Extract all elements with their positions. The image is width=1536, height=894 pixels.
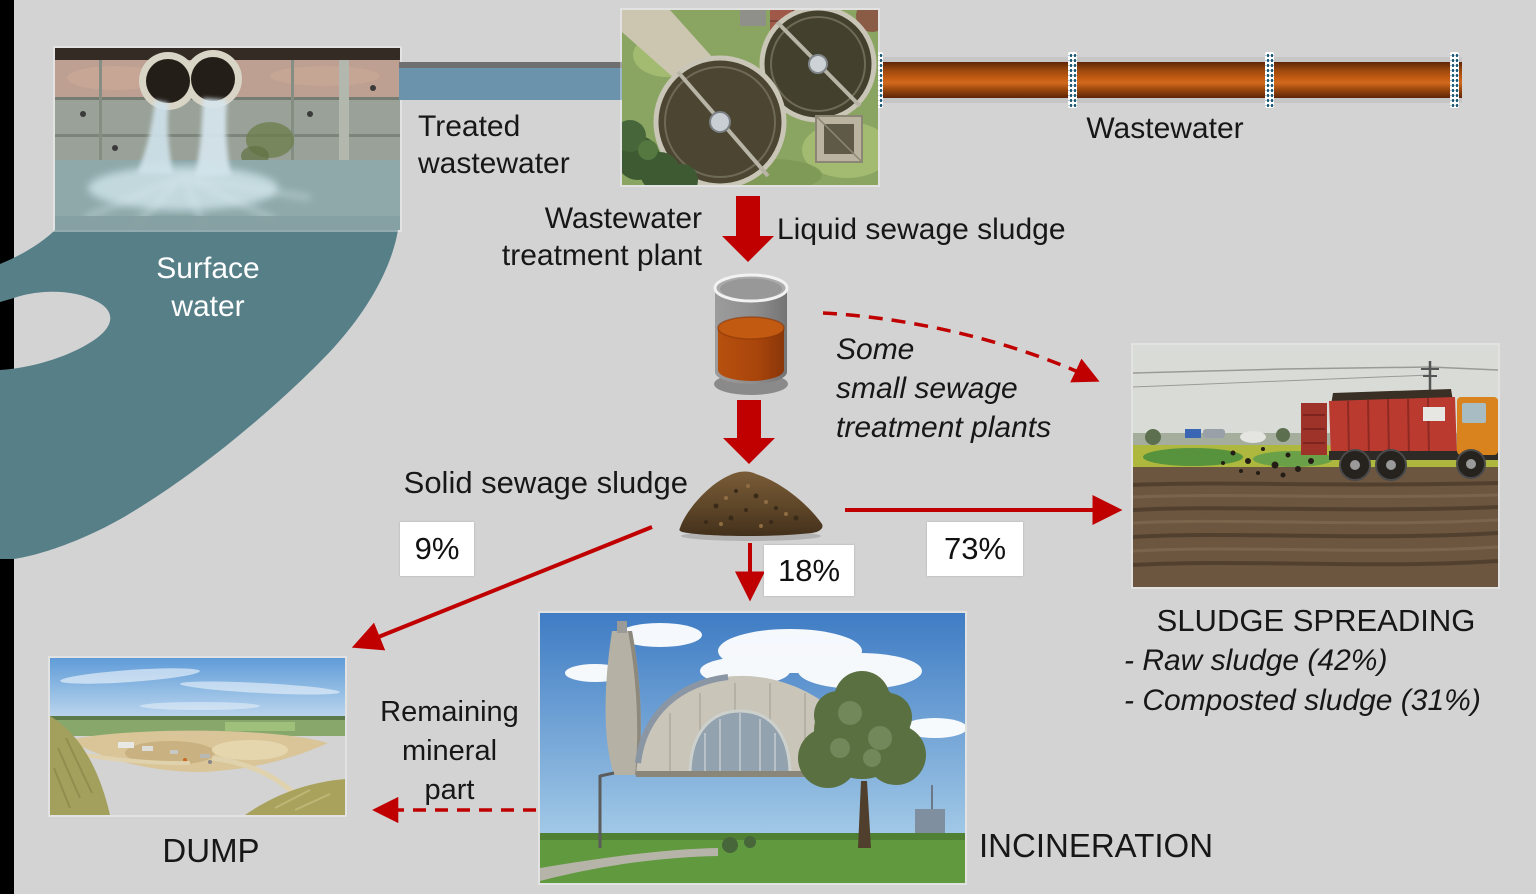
treated-wastewater-pipe	[399, 62, 625, 100]
sludge-spreading-photo	[1133, 345, 1498, 587]
note-line3: treatment plants	[836, 411, 1052, 444]
raw-sludge-item: - Raw sludge (42%)	[1124, 644, 1388, 677]
remaining-line1: Remaining	[380, 696, 519, 728]
remaining-mineral-label: Remaining mineral part	[347, 693, 552, 810]
plant-name-line1: Wastewater	[544, 202, 702, 235]
treated-wastewater-label: Treated wastewater	[418, 108, 570, 182]
note-line2: small sewage	[836, 372, 1018, 405]
surface-water-label: Surface water	[83, 250, 333, 326]
incineration-label: INCINERATION	[979, 827, 1214, 864]
incineration-percent-badge: 18%	[764, 545, 854, 596]
sludge-spreading-title: SLUDGE SPREADING	[1156, 603, 1476, 638]
solid-sludge-pile-icon	[679, 471, 823, 541]
dump-label: DUMP	[162, 832, 260, 869]
pipe-joint	[1265, 52, 1274, 108]
surface-water-shape	[0, 230, 398, 559]
pipe-joint	[874, 52, 883, 108]
surface-water-outfall-photo	[55, 48, 400, 230]
dump-photo	[50, 658, 345, 815]
sludge-container-icon	[713, 273, 789, 395]
treated-line1: Treated	[418, 110, 521, 143]
remaining-line3: part	[424, 774, 475, 806]
surface-water-line1: Surface	[156, 252, 260, 285]
pipe-joint	[1450, 52, 1459, 108]
dump-percent-badge: 9%	[400, 522, 474, 576]
plant-name-line2: treatment plant	[501, 239, 702, 272]
treated-line2: wastewater	[418, 147, 570, 180]
small-plants-note: Some small sewage treatment plants	[836, 330, 1051, 447]
liquid-sludge-arrow	[722, 196, 774, 262]
composted-sludge-item: - Composted sludge (31%)	[1124, 684, 1481, 717]
spreading-percent-badge: 73%	[927, 522, 1023, 576]
wastewater-pipe	[877, 57, 1462, 103]
surface-water-line2: water	[171, 290, 245, 323]
pipe-joint	[1068, 52, 1077, 108]
incineration-plant-photo	[540, 613, 965, 883]
solid-sludge-arrow	[723, 400, 775, 464]
treatment-plant-label: Wastewater treatment plant	[420, 200, 702, 274]
solid-sludge-label: Solid sewage sludge	[403, 465, 688, 500]
note-line1: Some	[836, 333, 915, 366]
remaining-line2: mineral	[401, 735, 498, 767]
treatment-plant-photo	[622, 10, 878, 185]
wastewater-label: Wastewater	[1086, 112, 1244, 145]
liquid-sludge-label: Liquid sewage sludge	[777, 213, 1066, 246]
